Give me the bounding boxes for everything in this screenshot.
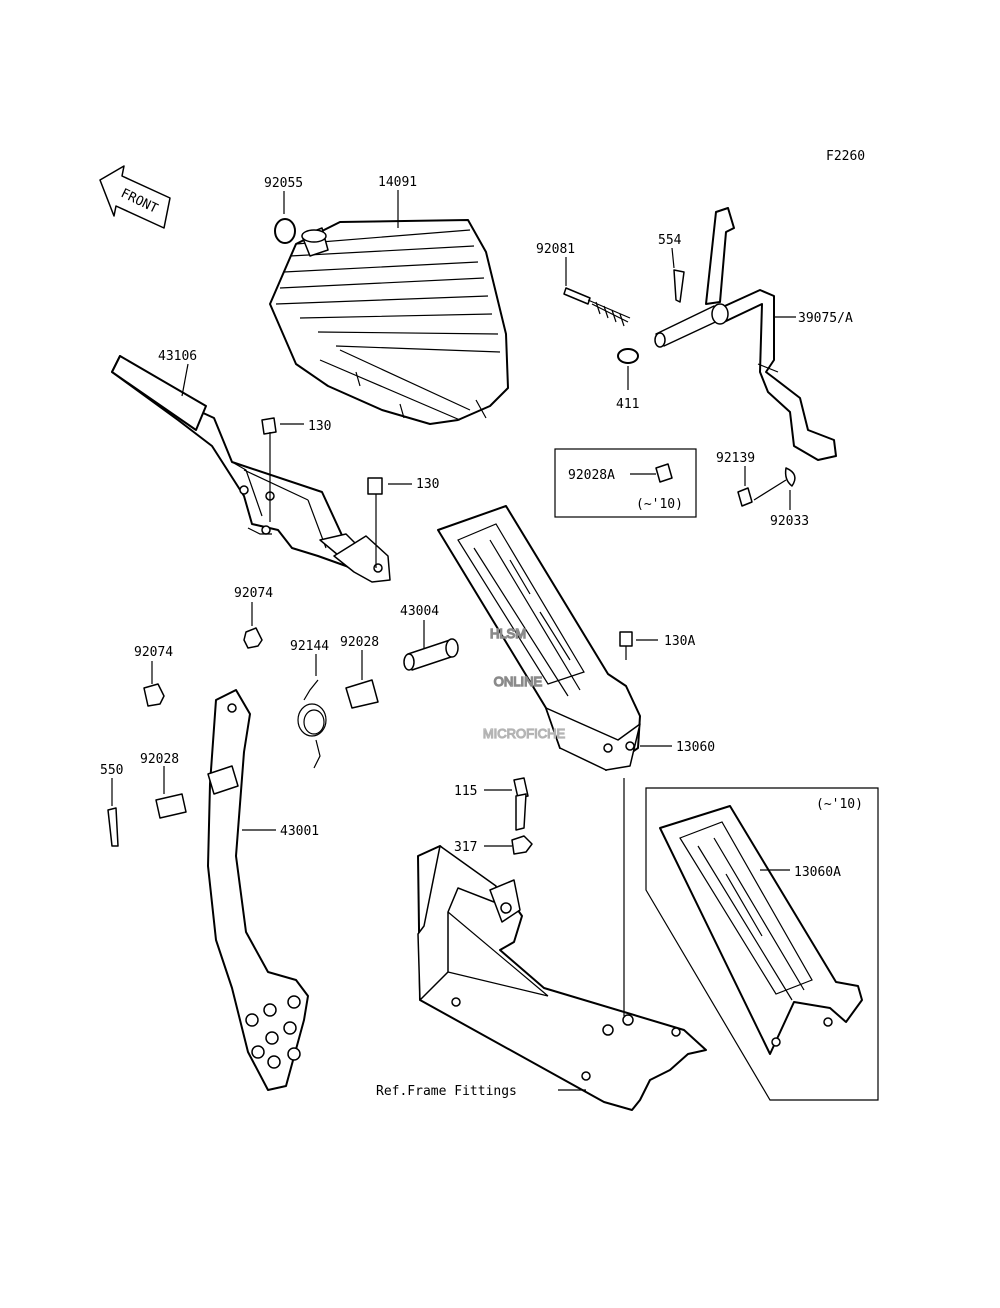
label-92139: 92139	[716, 451, 755, 466]
pedal-pad-13060a	[659, 805, 863, 1055]
bushing-92028-a	[345, 679, 379, 709]
shaft-39075a	[654, 207, 837, 461]
label-ref-frame-fittings: Ref.Frame Fittings	[376, 1084, 517, 1099]
label-317: 317	[454, 840, 477, 855]
front-arrow-icon: FRONT	[99, 165, 171, 229]
label-92028-b: 92028	[140, 752, 179, 767]
bolt-130-b	[367, 477, 383, 568]
hand-lever-43106	[111, 355, 391, 583]
label-130-b: 130	[416, 477, 439, 492]
label-14091: 14091	[378, 175, 417, 190]
diagram-code: F2260	[826, 149, 865, 164]
watermark-line2: ONLINE	[494, 674, 543, 689]
label-43106: 43106	[158, 349, 197, 364]
bolt-115	[513, 777, 529, 831]
cotter-pin-550	[107, 807, 119, 847]
bushing-92028a	[655, 463, 673, 483]
bolt-130a	[619, 631, 633, 660]
label-92074-a: 92074	[234, 586, 273, 601]
label-43001: 43001	[280, 824, 319, 839]
frame-fittings	[417, 845, 707, 1111]
pin-43004	[403, 638, 459, 671]
clip-92033	[784, 467, 796, 487]
pedal-pad-13060	[437, 505, 641, 771]
label-92055: 92055	[264, 176, 303, 191]
label-13060: 13060	[676, 740, 715, 755]
label-130-a: 130	[308, 419, 331, 434]
note-box1: (~'10)	[636, 497, 683, 512]
rod-92081	[563, 287, 631, 327]
part-labels: 92055 14091 43106 130 130 92081 554 3907…	[100, 175, 863, 1099]
label-411: 411	[616, 397, 639, 412]
label-92028-a: 92028	[340, 635, 379, 650]
label-13060a: 13060A	[794, 865, 841, 880]
label-39075a: 39075/A	[798, 311, 853, 326]
plug-92074-a	[243, 627, 263, 649]
leader-lines	[111, 190, 796, 1091]
label-92074-b: 92074	[134, 645, 173, 660]
watermark-line1: HLSM	[490, 626, 526, 641]
label-554: 554	[658, 233, 682, 248]
note-box2: (~'10)	[816, 797, 863, 812]
label-130a: 130A	[664, 634, 695, 649]
watermark-line3: MICROFICHE	[483, 726, 566, 741]
label-92028a: 92028A	[568, 468, 615, 483]
washer-411	[617, 348, 639, 364]
watermark: HLSM ONLINE MICROFICHE	[482, 625, 566, 741]
inset-box-92028a	[554, 448, 697, 518]
brake-pedal-43001	[207, 689, 309, 1091]
label-92144: 92144	[290, 639, 329, 654]
nut-317	[511, 835, 533, 855]
bushing-92139	[737, 487, 753, 507]
plug-92074-b	[143, 683, 165, 707]
label-550: 550	[100, 763, 123, 778]
bolt-130-a	[261, 417, 277, 522]
spring-92144	[297, 679, 327, 769]
label-92033: 92033	[770, 514, 809, 529]
label-115: 115	[454, 784, 477, 799]
o-ring-92055	[274, 218, 296, 244]
bushing-92028-b	[155, 793, 187, 819]
housing-14091	[269, 219, 509, 425]
label-43004: 43004	[400, 604, 439, 619]
label-92081: 92081	[536, 242, 575, 257]
cotter-pin-554	[673, 269, 685, 303]
inset-box-13060a	[645, 787, 879, 1101]
